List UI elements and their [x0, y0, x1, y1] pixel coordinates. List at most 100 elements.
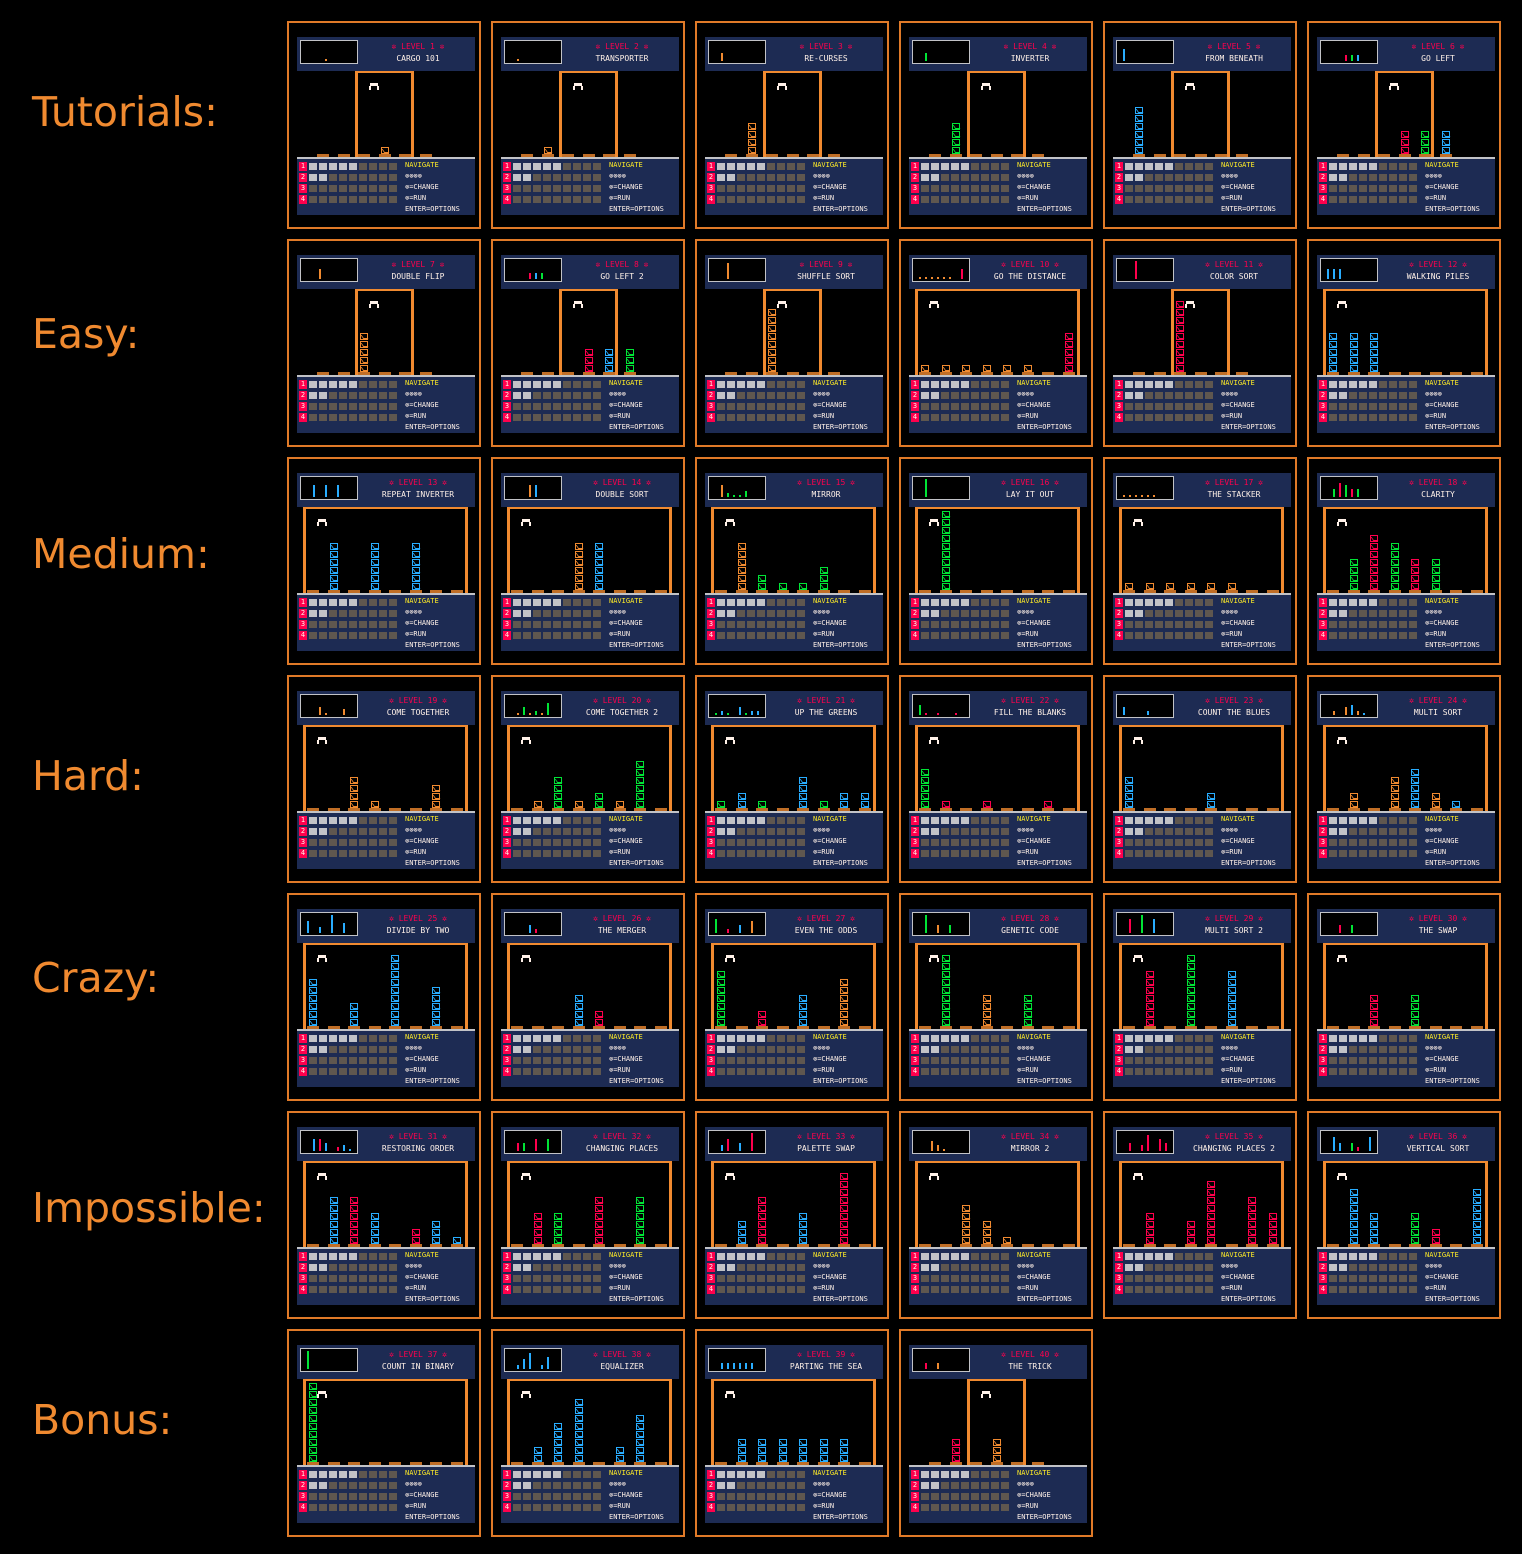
command-slot[interactable] [737, 1264, 745, 1271]
command-slot[interactable] [767, 381, 775, 388]
command-slot[interactable] [1001, 621, 1009, 628]
program-row-3[interactable]: 3 [1319, 1274, 1423, 1283]
command-slot[interactable] [1175, 1264, 1183, 1271]
command-slot[interactable] [921, 817, 929, 824]
command-slot[interactable] [339, 1057, 347, 1064]
command-slot[interactable] [1001, 403, 1009, 410]
command-slot[interactable] [309, 817, 317, 824]
program-row-4[interactable]: 4 [1115, 195, 1219, 204]
command-slot[interactable] [777, 185, 785, 192]
command-slot[interactable] [797, 1286, 805, 1293]
command-slot[interactable] [1369, 1035, 1377, 1042]
command-slot[interactable] [523, 839, 531, 846]
command-slot[interactable] [1369, 392, 1377, 399]
command-slot[interactable] [767, 1264, 775, 1271]
command-slot[interactable] [379, 196, 387, 203]
command-slot[interactable] [991, 196, 999, 203]
command-slot[interactable] [737, 632, 745, 639]
command-slot[interactable] [1155, 828, 1163, 835]
command-slot[interactable] [757, 1493, 765, 1500]
program-row-2[interactable]: 2 [1115, 827, 1219, 836]
command-slot[interactable] [757, 174, 765, 181]
program-row-4[interactable]: 4 [1115, 413, 1219, 422]
command-slot[interactable] [961, 414, 969, 421]
command-slot[interactable] [1135, 828, 1143, 835]
command-slot[interactable] [1195, 174, 1203, 181]
command-slot[interactable] [389, 850, 397, 857]
command-slot[interactable] [1379, 1057, 1387, 1064]
command-slot[interactable] [797, 1482, 805, 1489]
command-slot[interactable] [1165, 403, 1173, 410]
command-slot[interactable] [1379, 392, 1387, 399]
command-slot[interactable] [1205, 1286, 1213, 1293]
command-slot[interactable] [1145, 174, 1153, 181]
program-row-3[interactable]: 3 [707, 402, 811, 411]
command-slot[interactable] [1339, 599, 1347, 606]
program-row-1[interactable]: 1 [707, 816, 811, 825]
command-slot[interactable] [941, 1504, 949, 1511]
command-slot[interactable] [1145, 1068, 1153, 1075]
program-row-2[interactable]: 2 [299, 1263, 403, 1272]
program-row-3[interactable]: 3 [1115, 402, 1219, 411]
command-slot[interactable] [319, 1275, 327, 1282]
command-slot[interactable] [941, 1482, 949, 1489]
command-slot[interactable] [329, 174, 337, 181]
command-slot[interactable] [1379, 1253, 1387, 1260]
command-slot[interactable] [797, 599, 805, 606]
command-slot[interactable] [931, 621, 939, 628]
command-slot[interactable] [747, 1482, 755, 1489]
command-slot[interactable] [1135, 414, 1143, 421]
command-slot[interactable] [349, 196, 357, 203]
command-slot[interactable] [359, 1471, 367, 1478]
command-slot[interactable] [1135, 174, 1143, 181]
command-slot[interactable] [1175, 174, 1183, 181]
command-slot[interactable] [359, 1057, 367, 1064]
command-slot[interactable] [1175, 621, 1183, 628]
command-slot[interactable] [1155, 1035, 1163, 1042]
command-slot[interactable] [747, 392, 755, 399]
command-slot[interactable] [563, 1068, 571, 1075]
command-slot[interactable] [1125, 1068, 1133, 1075]
command-slot[interactable] [1205, 392, 1213, 399]
command-slot[interactable] [553, 414, 561, 421]
command-slot[interactable] [369, 610, 377, 617]
command-slot[interactable] [1185, 1068, 1193, 1075]
command-slot[interactable] [921, 850, 929, 857]
command-slot[interactable] [777, 1504, 785, 1511]
command-slot[interactable] [1409, 1046, 1417, 1053]
command-slot[interactable] [981, 610, 989, 617]
command-slot[interactable] [1125, 621, 1133, 628]
command-slot[interactable] [1175, 610, 1183, 617]
command-slot[interactable] [339, 621, 347, 628]
command-slot[interactable] [767, 839, 775, 846]
command-slot[interactable] [951, 1253, 959, 1260]
command-slot[interactable] [1125, 599, 1133, 606]
command-slot[interactable] [1205, 1275, 1213, 1282]
command-slot[interactable] [931, 1253, 939, 1260]
command-slot[interactable] [523, 174, 531, 181]
command-slot[interactable] [1145, 621, 1153, 628]
command-slot[interactable] [1399, 392, 1407, 399]
command-slot[interactable] [1349, 1068, 1357, 1075]
command-slot[interactable] [797, 1035, 805, 1042]
command-slot[interactable] [1409, 850, 1417, 857]
program-row-1[interactable]: 1 [1319, 1252, 1423, 1261]
command-slot[interactable] [981, 1286, 989, 1293]
command-slot[interactable] [991, 392, 999, 399]
command-slot[interactable] [797, 163, 805, 170]
command-slot[interactable] [717, 403, 725, 410]
command-slot[interactable] [951, 839, 959, 846]
command-slot[interactable] [981, 196, 989, 203]
command-slot[interactable] [1369, 1046, 1377, 1053]
command-slot[interactable] [727, 403, 735, 410]
command-slot[interactable] [1359, 621, 1367, 628]
command-slot[interactable] [767, 163, 775, 170]
command-slot[interactable] [1125, 828, 1133, 835]
